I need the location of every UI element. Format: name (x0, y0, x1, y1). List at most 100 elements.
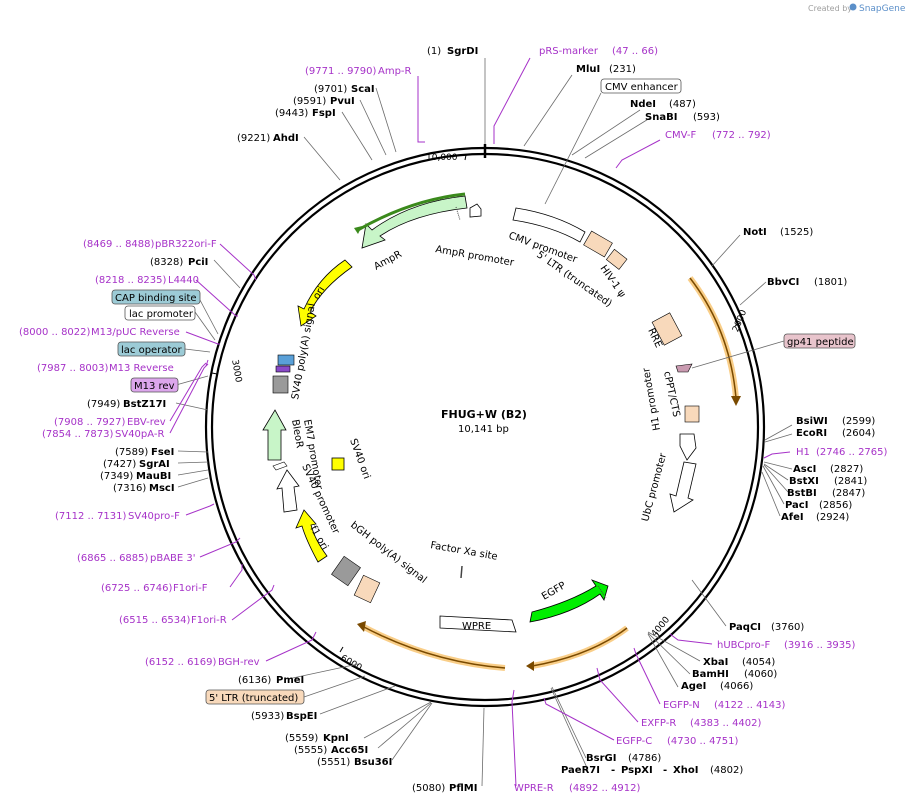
enzyme-name: BbvCI (767, 277, 799, 288)
label-box (117, 341, 186, 357)
enzyme-pos: (2856) (819, 500, 852, 511)
enzyme-name: PmeI (276, 675, 304, 686)
enzyme-pos: (4786) (628, 753, 661, 764)
enzyme-pos: (7949) (87, 399, 120, 410)
enzyme-name: Acc65I (331, 745, 368, 756)
enzyme-pos: (5555) (294, 745, 327, 756)
ltr5-block (583, 230, 613, 258)
gp41-block (675, 363, 693, 373)
primer-name: EXFP-R (641, 718, 676, 729)
primer-range: (8469 .. 8488) (83, 239, 155, 250)
cppt-block (684, 405, 700, 423)
arc-highlight-egfp (531, 625, 629, 669)
f1-ori-arrow (295, 509, 328, 563)
arc-highlight-wpre (360, 623, 506, 671)
primer-range: (4730 .. 4751) (667, 736, 739, 747)
enzyme-name: MauBI (136, 471, 171, 482)
primer-range: (6725 .. 6746) (101, 583, 173, 594)
lac-operator-block (275, 365, 291, 373)
enzyme-name: AscI (793, 464, 816, 475)
h1-label: H1 promoter (641, 366, 663, 431)
sv40-polya-block (277, 354, 295, 366)
ampr-promoter-label: AmpR promoter (434, 244, 515, 269)
enzyme-name: BsiWI (796, 416, 828, 427)
primer-name: M13/pUC Reverse (91, 327, 180, 338)
ubc-promoter-arrow (669, 461, 697, 513)
enzyme-pos: (2599) (842, 416, 875, 427)
enzyme-name: SgrDI (447, 46, 478, 57)
tick-8000: 3000 (229, 359, 243, 384)
wpre-arrow (439, 615, 517, 633)
enzyme-name: BstXI (789, 476, 819, 487)
arc-highlight-gp41 (687, 276, 739, 399)
enzyme-pos: (5080) (412, 783, 445, 794)
enzyme-name: BamHI (692, 669, 729, 680)
cmv-promoter-arrow (512, 207, 586, 243)
enzyme-pos: (3760) (771, 622, 804, 633)
enzyme-pos: (9443) (275, 108, 308, 119)
enzyme-pos: (487) (669, 99, 696, 110)
primer-range: (4892 .. 4912) (569, 783, 641, 794)
ltr-truncated-label: 5' LTR (truncated) (209, 693, 298, 704)
enzyme-name: PaeR7I (561, 765, 600, 776)
h1-promoter-arrow (679, 433, 697, 461)
ltr3-block (353, 574, 381, 604)
plasmid-size: 10,141 bp (458, 424, 509, 435)
primer-name: BGH-rev (218, 657, 260, 668)
enzyme-name: FseI (151, 447, 174, 458)
primer-range: (6152 .. 6169) (145, 657, 217, 668)
primer-range: (7854 .. 7873) (42, 429, 114, 440)
cap-binding-site-label: CAP binding site (115, 293, 197, 304)
primer-name: SV40pA-R (115, 429, 164, 440)
primer-name: M13 Reverse (109, 363, 174, 374)
enzyme-pos: (7316) (113, 483, 146, 494)
primer-name: CMV-F (665, 130, 696, 141)
enzyme-name: PciI (188, 257, 208, 268)
enzyme-pos: (5933) (251, 711, 284, 722)
enzyme-name: SgrAI (139, 459, 170, 470)
enzyme-leaders (175, 58, 793, 787)
primer-labels: pRS-marker (47 .. 66) (9771 .. 9790) Amp… (19, 46, 888, 794)
primer-name: hUBCpro-F (717, 640, 770, 651)
enzyme-name: XhoI (673, 765, 698, 776)
enzyme-name: NdeI (630, 99, 656, 110)
primer-range: (4122 .. 4143) (714, 700, 786, 711)
primer-name: SV40pro-F (128, 511, 180, 522)
label-box (111, 289, 201, 305)
primer-range: (6865 .. 6885) (77, 553, 149, 564)
ampr-primer-arc (357, 192, 466, 232)
enzyme-name: NotI (743, 227, 767, 238)
cppt-label: cPPT/CTS (661, 370, 681, 418)
em7-promoter-arrow (272, 461, 288, 471)
enzyme-pos: (4066) (720, 681, 753, 692)
primer-name: EBV-rev (127, 417, 166, 428)
enzyme-pos: (2847) (832, 488, 865, 499)
enzyme-name: PaqCI (729, 622, 761, 633)
enzyme-pos: (1) (427, 46, 441, 57)
sv40-polya-label: SV40 poly(A) signal (290, 302, 318, 400)
boxed-labels: CMV enhancer gp41 peptide CAP binding si… (111, 78, 856, 705)
bgh-polya-block (331, 555, 361, 587)
enzyme-pos: (2604) (842, 428, 875, 439)
ubc-label: UbC promoter (640, 451, 669, 523)
enzyme-pos: (6136) (238, 675, 271, 686)
enzyme-pos: (5551) (317, 757, 350, 768)
egfp-arrow (529, 579, 609, 623)
enzyme-pos: (8328) (150, 257, 183, 268)
lac-operator-label: lac operator (121, 345, 182, 356)
ampr-arrow (361, 195, 468, 249)
credit-prefix: Created by (808, 4, 852, 13)
cmv-enhancer-label: CMV enhancer (605, 82, 679, 93)
bgh-label: bGH poly(A) signal (348, 520, 428, 586)
enzyme-name: BsrGI (586, 753, 616, 764)
enzyme-name: BstZ17I (123, 399, 166, 410)
wpre-label: WPRE (462, 621, 491, 632)
sv40-ori-block (331, 457, 345, 471)
sv40-promoter-arrow (276, 469, 300, 513)
label-box (130, 377, 179, 393)
sv40-polya-gray-block (272, 375, 289, 394)
gp41-peptide-label: gp41 peptide (787, 337, 854, 348)
enzyme-pos: (7349) (100, 471, 133, 482)
primer-range: (2746 .. 2765) (816, 447, 888, 458)
primer-name: L4440 (168, 275, 199, 286)
